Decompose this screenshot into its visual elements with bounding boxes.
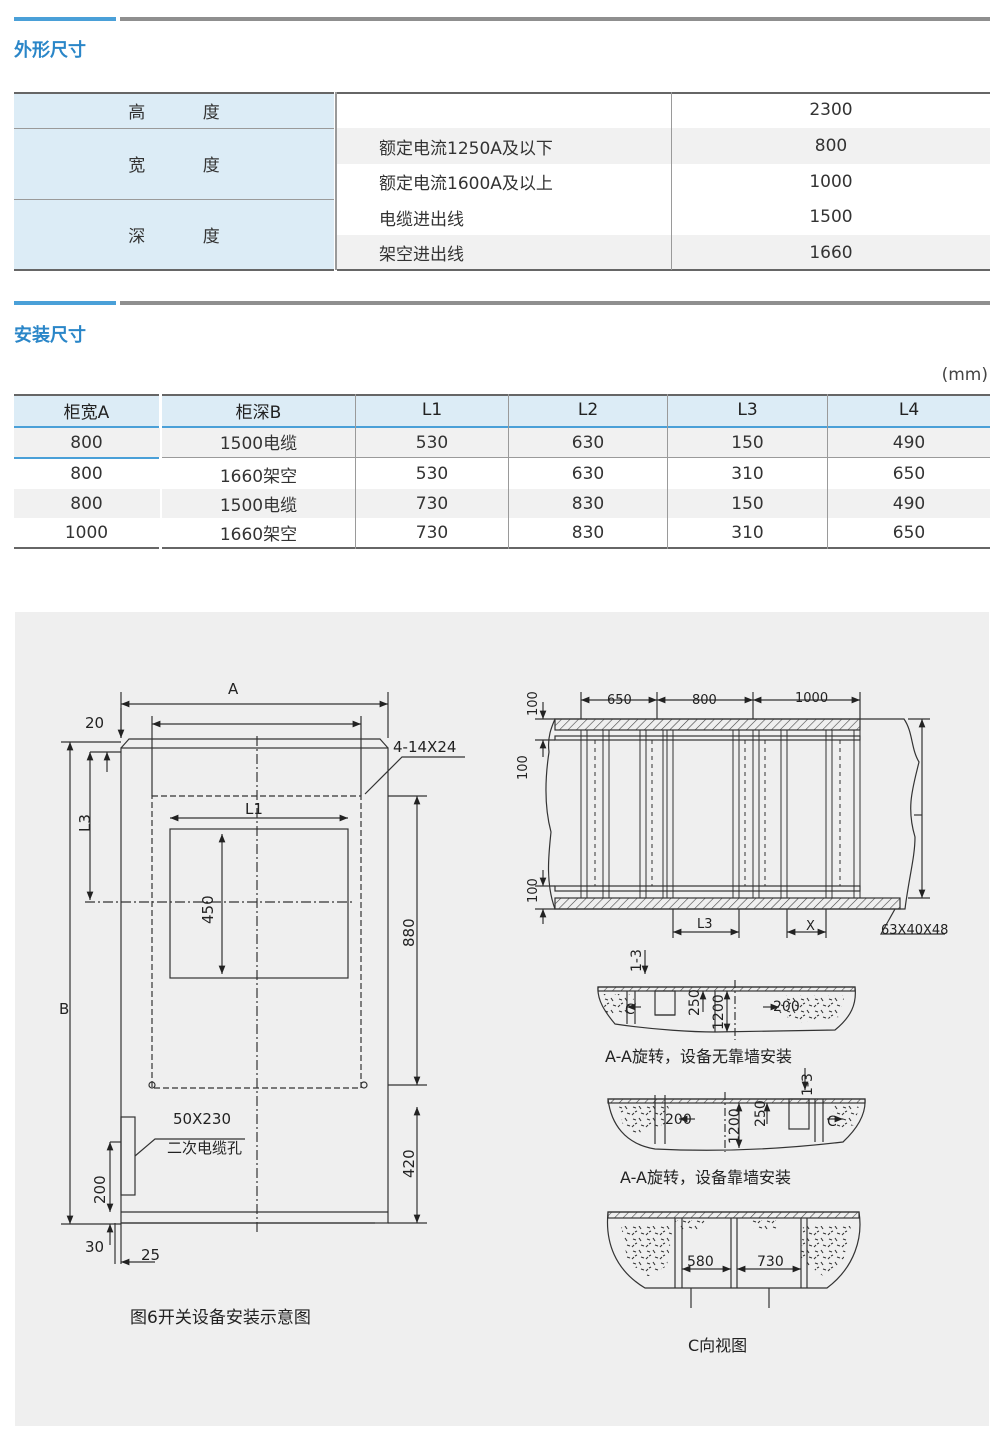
table-row: 1000 1660架空 730 830 310 650	[64, 522, 926, 546]
section-aa-wall-labels: 1-3 C 250 1200 200 A-A旋转，设备靠墙安装	[620, 1073, 837, 1187]
width-value-2: 1000	[809, 171, 853, 192]
aa2-1200: 1200	[727, 1108, 743, 1144]
table-row: 800 1660架空 530 630 310 650	[70, 464, 926, 487]
header-L1: L1	[356, 394, 508, 426]
label-X: X	[806, 919, 815, 934]
aa1-section-mark: 1-3	[629, 949, 645, 972]
aa2-section-mark: 1-3	[800, 1073, 816, 1096]
cview-580: 580	[687, 1254, 714, 1270]
height-value: 2300	[809, 100, 853, 120]
width-value-1: 800	[672, 128, 990, 164]
label-650: 650	[607, 693, 632, 708]
width-condition-1: 额定电流1250A及以下	[337, 128, 671, 164]
section-aa-freestanding	[597, 950, 856, 1040]
aa2-caption: A-A旋转，设备靠墙安装	[620, 1168, 791, 1187]
width-condition-2: 额定电流1600A及以上	[379, 174, 553, 194]
label-880: 880	[400, 918, 418, 947]
header-L2: L2	[509, 394, 667, 426]
header-L3: L3	[668, 394, 827, 426]
aa1-200: 200	[773, 999, 800, 1015]
label-A: A	[228, 680, 239, 698]
label-30: 30	[85, 1238, 104, 1256]
front-view	[61, 692, 465, 1266]
section-title-install: 安装尺寸	[14, 325, 86, 346]
label-200: 200	[91, 1175, 109, 1204]
label-800: 800	[692, 693, 717, 708]
unit-label: (mm)	[941, 365, 988, 385]
label-width: 宽 度	[14, 128, 334, 199]
label-20: 20	[85, 714, 104, 732]
label-1000: 1000	[795, 691, 828, 706]
cview-caption: C向视图	[688, 1336, 747, 1355]
aa1-250: 250	[687, 989, 703, 1016]
label-L3: L3	[76, 814, 94, 832]
install-dimensions-table: 柜宽A 柜深B L1 L2 L3 L4 800 1500电缆 530 630 1…	[14, 394, 990, 549]
label-100-top: 100	[526, 691, 541, 716]
outline-dimensions-table: 高 度 宽 度 深 度 2300 额定电流1250A及以下 800 额定电流16…	[14, 92, 990, 271]
installation-drawing: A 20 4-14X24 B L3 L1 450 880 420 50X230 …	[59, 680, 948, 1355]
section-rule-install	[14, 301, 990, 305]
label-cable-hole: 二次电缆孔	[167, 1139, 242, 1157]
section-aa-freestanding-labels: 1-3 C 250 1200 200 A-A旋转，设备无靠墙安装	[605, 949, 800, 1066]
section-rule-outline	[14, 17, 990, 21]
label-L1: L1	[245, 800, 263, 818]
aa2-250: 250	[753, 1100, 769, 1127]
label-100-bottom: 100	[526, 878, 541, 903]
front-view-labels: A 20 4-14X24 B L3 L1 450 880 420 50X230 …	[59, 680, 456, 1328]
label-cable-hole-size: 50X230	[173, 1110, 231, 1128]
label-L3-plan: L3	[697, 917, 713, 932]
label-420: 420	[400, 1149, 418, 1178]
depth-value-1: 1500	[809, 207, 853, 227]
c-view	[606, 1211, 861, 1308]
aa1-C: C	[625, 1002, 635, 1018]
header-L4: L4	[828, 394, 990, 426]
header-cabinet-depth: 柜深B	[162, 394, 355, 426]
label-450: 450	[199, 895, 217, 924]
label-25: 25	[141, 1246, 160, 1264]
label-steel: 63X40X48	[881, 923, 948, 938]
label-100-mid: 100	[516, 755, 531, 780]
plan-view	[535, 692, 945, 938]
aa1-1200: 1200	[711, 994, 727, 1030]
c-view-labels: 580 730 C向视图	[687, 1254, 784, 1355]
installation-drawing-panel: A 20 4-14X24 B L3 L1 450 880 420 50X230 …	[15, 612, 989, 1426]
aa2-C: C	[827, 1114, 837, 1130]
aa2-200: 200	[665, 1112, 692, 1128]
label-height: 高 度	[14, 92, 334, 128]
caption-left: 图6开关设备安装示意图	[130, 1308, 311, 1328]
depth-condition-2: 架空进出线	[337, 235, 671, 270]
cview-730: 730	[757, 1254, 784, 1270]
depth-condition-1: 电缆进出线	[379, 209, 464, 230]
plan-view-labels: 650 800 1000 100 100 100 L3 X 63X40X48	[516, 691, 948, 938]
section-aa-wall	[607, 1068, 866, 1152]
label-holes: 4-14X24	[393, 738, 456, 756]
aa1-caption: A-A旋转，设备无靠墙安装	[605, 1047, 792, 1066]
label-B: B	[59, 1000, 69, 1018]
header-cabinet-width: 柜宽A	[14, 394, 159, 426]
depth-value-2: 1660	[672, 235, 990, 270]
label-depth: 深 度	[14, 199, 334, 270]
section-title-outline: 外形尺寸	[14, 40, 86, 61]
